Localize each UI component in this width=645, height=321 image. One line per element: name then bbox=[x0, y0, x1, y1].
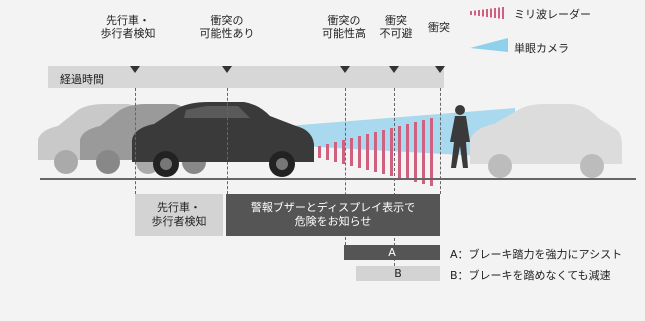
preceding-car bbox=[470, 104, 622, 178]
timeline-bar bbox=[48, 66, 444, 88]
guide-line-unavoidable bbox=[394, 88, 395, 266]
phase-marker-collision bbox=[435, 66, 445, 73]
radar-waves bbox=[318, 118, 433, 186]
camera-legend-label: 単眼カメラ bbox=[514, 42, 569, 55]
camera-beam bbox=[262, 108, 515, 158]
guide-line-high bbox=[345, 88, 346, 245]
timeline-label: 経過時間 bbox=[60, 73, 104, 86]
guide-line-detect bbox=[135, 88, 136, 194]
phase-label-high: 衝突の可能性高 bbox=[322, 14, 366, 40]
pedestrian bbox=[450, 105, 470, 168]
radar-legend-icon bbox=[470, 7, 504, 19]
phase-label-detect: 先行車・歩行者検知 bbox=[100, 14, 156, 40]
assist-desc-b: B：ブレーキを踏めなくても減速 bbox=[450, 269, 611, 282]
main-car bbox=[132, 102, 314, 177]
ground-line bbox=[40, 178, 636, 180]
phase-label-collision: 衝突 bbox=[428, 21, 450, 34]
radar-legend-label: ミリ波レーダー bbox=[514, 8, 591, 21]
phase-label-unavoidable: 衝突不可避 bbox=[379, 14, 413, 40]
guide-line-possible bbox=[227, 88, 228, 194]
guide-line-collision bbox=[440, 88, 441, 194]
phase-marker-unavoidable bbox=[389, 66, 399, 73]
phase-marker-detect bbox=[130, 66, 140, 73]
phase-label-possible: 衝突の可能性あり bbox=[199, 14, 255, 40]
assist-desc-a: A：ブレーキ踏力を強力にアシスト bbox=[450, 248, 623, 261]
detect-box: 先行車・歩行者検知 bbox=[135, 194, 223, 236]
scene-illustration bbox=[38, 102, 636, 186]
assist-bar-b: B bbox=[356, 266, 440, 281]
phase-marker-possible bbox=[222, 66, 232, 73]
warning-box: 警報ブザーとディスプレイ表示で危険をお知らせ bbox=[226, 194, 440, 236]
assist-bar-a: A bbox=[344, 245, 440, 260]
phase-marker-high bbox=[340, 66, 350, 73]
camera-legend-icon bbox=[470, 38, 508, 52]
